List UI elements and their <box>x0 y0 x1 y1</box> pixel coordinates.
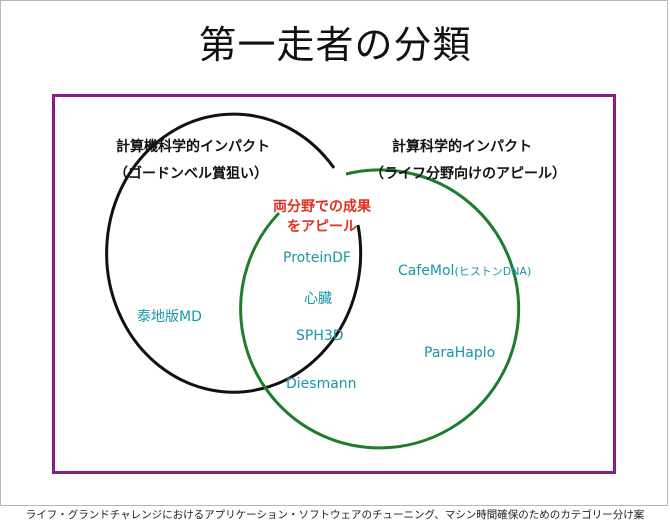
left-set-heading: 計算機科学的インパクト <box>116 139 270 155</box>
intersection-item: SPH3D <box>296 328 344 344</box>
left-set-circle <box>105 112 363 394</box>
left-set-subheading: （ゴードンベル賞狙い） <box>114 166 268 182</box>
intersection-label-line1: 両分野での成果 <box>273 199 371 215</box>
intersection-label: 両分野での成果 をアピール <box>258 196 386 236</box>
right-set-item: CafeMol(ヒストンDNA) <box>398 263 531 279</box>
right-set-item: ParaHaplo <box>424 345 496 361</box>
right-set-item-note: (ヒストンDNA) <box>454 265 532 278</box>
left-set-item: 泰地版MD <box>137 309 202 325</box>
diagram-frame <box>52 94 616 474</box>
intersection-label-line2: をアピール <box>287 219 357 235</box>
slide-frame <box>0 0 668 506</box>
intersection-item: ProteinDF <box>283 250 351 266</box>
right-set-item-name: CafeMol <box>398 263 455 279</box>
right-set-heading: 計算科学的インパクト <box>392 139 532 155</box>
right-set-circle <box>239 168 521 450</box>
intersection-item: 心臓 <box>304 291 332 307</box>
footer-caption: ライフ・グランドチャレンジにおけるアプリケーション・ソフトウェアのチューニング、… <box>25 509 645 521</box>
intersection-item: Diesmann <box>286 376 357 392</box>
right-set-subheading: （ライフ分野向けのアピール） <box>370 166 566 182</box>
slide-title: 第一走者の分類 <box>198 23 472 67</box>
